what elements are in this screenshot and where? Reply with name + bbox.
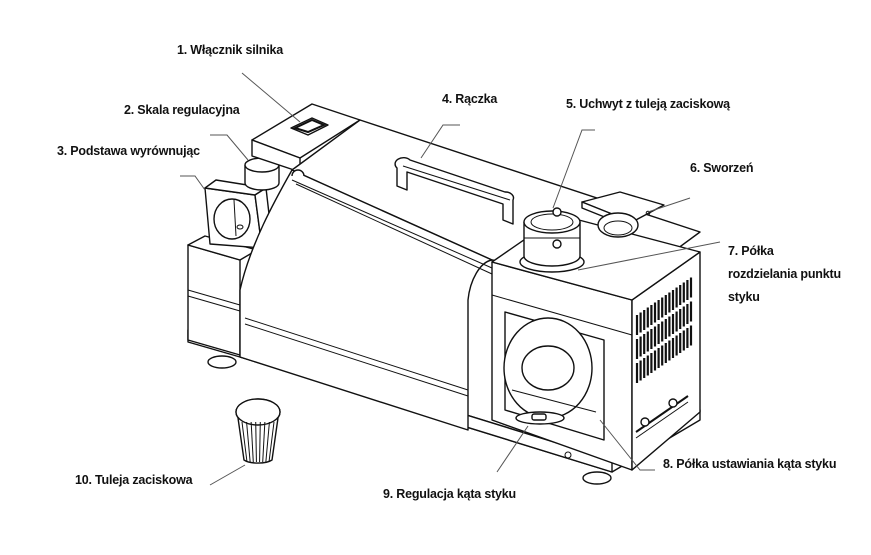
grinding-window xyxy=(503,311,605,459)
handle xyxy=(394,156,515,225)
collet-holder xyxy=(519,207,585,273)
label-point-split-shelf: 7. Półka rozdzielania punktu styku xyxy=(728,240,841,309)
side-vents xyxy=(635,277,693,383)
label-collet-holder: 5. Uchwyt z tuleją zaciskową xyxy=(566,97,730,111)
label-adjustment-scale: 2. Skala regulacyjna xyxy=(124,103,240,117)
collet-slot xyxy=(246,421,251,463)
collet-slot xyxy=(241,421,248,463)
label-motor-switch: 1. Włącznik silnika xyxy=(177,43,283,57)
collet-slot xyxy=(268,421,275,463)
label-point-split-shelf-line1: 7. Półka xyxy=(728,244,774,258)
label-collet: 10. Tuleja zaciskowa xyxy=(75,473,193,487)
label-alignment-base: 3. Podstawa wyrównując xyxy=(57,144,200,158)
collet-slot xyxy=(262,421,266,463)
collet-slot xyxy=(259,421,261,463)
left-end-block xyxy=(187,235,258,356)
collet-slot xyxy=(265,421,270,463)
label-pin: 6. Sworzeń xyxy=(690,161,754,175)
motor-switch-icon xyxy=(290,117,329,136)
label-angle-shelf: 8. Półka ustawiania kąta styku xyxy=(663,457,837,471)
adjustment-scale-knob xyxy=(244,157,280,191)
angle-shelf-bracket xyxy=(635,395,689,439)
collet-slot xyxy=(255,421,257,463)
collet-part xyxy=(235,398,281,464)
leader-lines xyxy=(180,72,721,486)
label-point-split-shelf-line3: styku xyxy=(728,290,760,304)
label-point-split-shelf-line2: rozdzielania punktu xyxy=(728,267,841,281)
label-angle-adjustment: 9. Regulacja kąta styku xyxy=(383,487,516,501)
label-handle: 4. Rączka xyxy=(442,92,498,106)
collet-slot xyxy=(250,421,254,463)
